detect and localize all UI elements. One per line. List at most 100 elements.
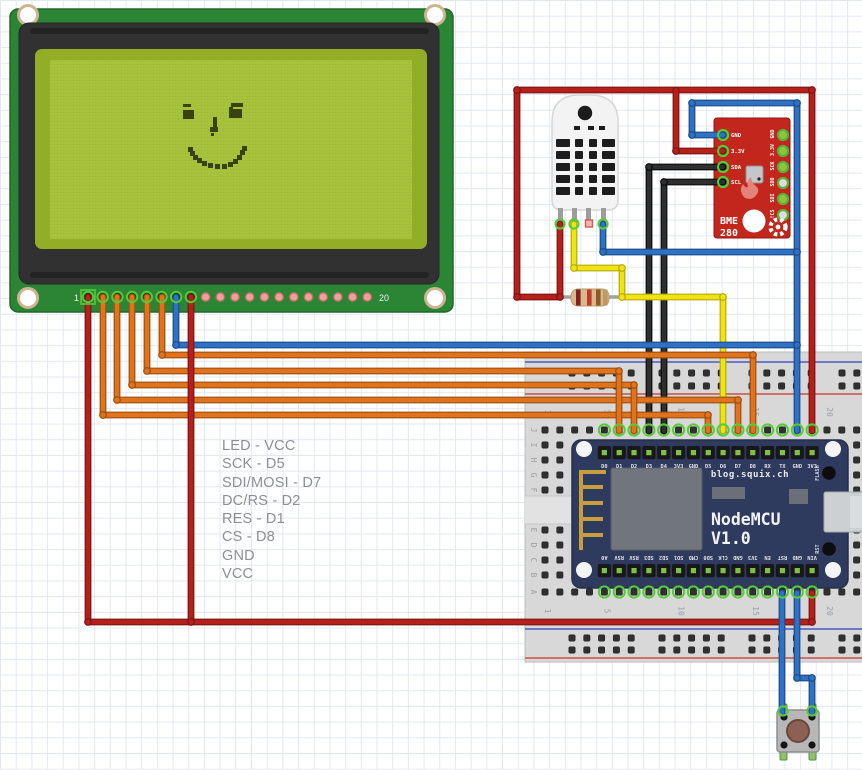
breadboard-hole[interactable]	[702, 382, 710, 390]
wire-bendpoint[interactable]	[143, 367, 151, 375]
wire-bendpoint[interactable]	[513, 86, 521, 94]
bme-pin[interactable]	[776, 176, 790, 190]
wire-dht-data-to-d6[interactable]	[570, 220, 727, 435]
lcd-pin[interactable]	[215, 292, 226, 302]
breadboard-hole[interactable]	[838, 382, 846, 390]
wire-bendpoint[interactable]	[84, 618, 92, 626]
wire-bendpoint[interactable]	[645, 163, 653, 171]
breadboard-hole[interactable]	[541, 526, 549, 534]
breadboard-hole[interactable]	[612, 634, 620, 642]
breadboard-hole[interactable]	[778, 369, 786, 377]
breadboard-hole[interactable]	[853, 571, 861, 579]
wire-gnd-to-button[interactable]	[793, 589, 816, 717]
wire-bendpoint[interactable]	[749, 351, 757, 359]
breadboard-hole[interactable]	[853, 426, 861, 434]
breadboard-hole[interactable]	[688, 382, 696, 390]
breadboard-hole[interactable]	[673, 369, 681, 377]
wire-lcd-gnd-to-gnd[interactable]	[172, 293, 801, 349]
button-cap[interactable]	[786, 719, 810, 743]
breadboard-hole[interactable]	[541, 571, 549, 579]
lcd-pin[interactable]	[347, 292, 358, 302]
wire-bendpoint[interactable]	[719, 293, 727, 301]
breadboard-hole[interactable]	[556, 541, 564, 549]
breadboard-hole[interactable]	[645, 588, 653, 596]
breadboard-hole[interactable]	[627, 369, 635, 377]
breadboard-hole[interactable]	[853, 588, 861, 596]
breadboard-hole[interactable]	[586, 426, 593, 434]
breadboard-hole[interactable]	[734, 588, 742, 596]
breadboard-hole[interactable]	[807, 634, 815, 642]
breadboard-hole[interactable]	[598, 646, 606, 654]
breadboard-hole[interactable]	[763, 646, 771, 654]
breadboard-hole[interactable]	[764, 588, 772, 596]
breadboard-hole[interactable]	[704, 588, 712, 596]
breadboard-hole[interactable]	[556, 471, 564, 479]
breadboard-hole[interactable]	[541, 456, 549, 464]
bme-pin[interactable]	[776, 128, 790, 142]
wire-dht-gnd[interactable]	[599, 220, 801, 256]
breadboard-hole[interactable]	[556, 588, 564, 596]
breadboard-hole[interactable]	[556, 556, 564, 564]
breadboard-hole[interactable]	[838, 369, 846, 377]
breadboard-hole[interactable]	[660, 588, 668, 596]
lcd-pin[interactable]	[259, 292, 270, 302]
wire-bendpoint[interactable]	[793, 99, 801, 107]
breadboard-hole[interactable]	[541, 588, 549, 596]
breadboard-hole[interactable]	[853, 441, 861, 449]
wire-lcd-vcc-to-vin[interactable]	[84, 293, 816, 626]
breadboard-hole[interactable]	[688, 646, 696, 654]
breadboard-hole[interactable]	[556, 426, 564, 434]
wire-bendpoint[interactable]	[660, 178, 668, 186]
breadboard-hole[interactable]	[675, 426, 683, 434]
wire-bme-3v3[interactable]	[672, 86, 727, 155]
breadboard-hole[interactable]	[838, 634, 846, 642]
wire-bendpoint[interactable]	[630, 381, 638, 389]
breadboard-hole[interactable]	[568, 646, 576, 654]
breadboard-hole[interactable]	[763, 382, 771, 390]
lcd-pin[interactable]	[230, 292, 240, 302]
wire-3v3-bus-to-dht[interactable]	[513, 86, 816, 435]
breadboard-hole[interactable]	[763, 369, 771, 377]
breadboard-hole[interactable]	[823, 426, 831, 434]
breadboard-hole[interactable]	[541, 471, 549, 479]
lcd-pin[interactable]	[303, 292, 314, 302]
breadboard-hole[interactable]	[541, 441, 549, 449]
lcd-pin[interactable]	[333, 292, 343, 302]
breadboard-hole[interactable]	[764, 426, 772, 434]
wire-bendpoint[interactable]	[513, 293, 521, 301]
breadboard-hole[interactable]	[853, 634, 861, 642]
breadboard-hole[interactable]	[556, 571, 564, 579]
breadboard-hole[interactable]	[778, 382, 786, 390]
breadboard-hole[interactable]	[748, 634, 756, 642]
breadboard-hole[interactable]	[717, 634, 725, 642]
wire-bendpoint[interactable]	[158, 351, 166, 359]
bme-pin[interactable]	[776, 192, 790, 206]
wire-lcd-dc-to-d2[interactable]	[128, 293, 638, 435]
lcd-pin[interactable]	[318, 292, 329, 302]
dht22-sensor[interactable]	[551, 94, 619, 228]
breadboard-hole[interactable]	[541, 556, 549, 564]
breadboard-hole[interactable]	[763, 634, 771, 642]
breadboard-hole[interactable]	[541, 486, 549, 494]
breadboard-hole[interactable]	[556, 441, 564, 449]
breadboard-hole[interactable]	[586, 588, 593, 596]
breadboard-hole[interactable]	[615, 588, 623, 596]
breadboard-hole[interactable]	[853, 541, 861, 549]
breadboard-hole[interactable]	[749, 588, 757, 596]
wire-bendpoint[interactable]	[99, 411, 107, 419]
wire-bendpoint[interactable]	[808, 674, 816, 682]
wire-bendpoint[interactable]	[793, 674, 801, 682]
breadboard-hole[interactable]	[627, 646, 635, 654]
breadboard-hole[interactable]	[702, 634, 710, 642]
wire-bendpoint[interactable]	[618, 293, 626, 301]
breadboard-hole[interactable]	[689, 426, 697, 434]
wire-bendpoint[interactable]	[113, 396, 121, 404]
breadboard-hole[interactable]	[600, 426, 608, 434]
breadboard-hole[interactable]	[675, 588, 683, 596]
pullup-resistor[interactable]	[555, 288, 625, 307]
breadboard-hole[interactable]	[853, 456, 861, 464]
breadboard-hole[interactable]	[717, 646, 725, 654]
